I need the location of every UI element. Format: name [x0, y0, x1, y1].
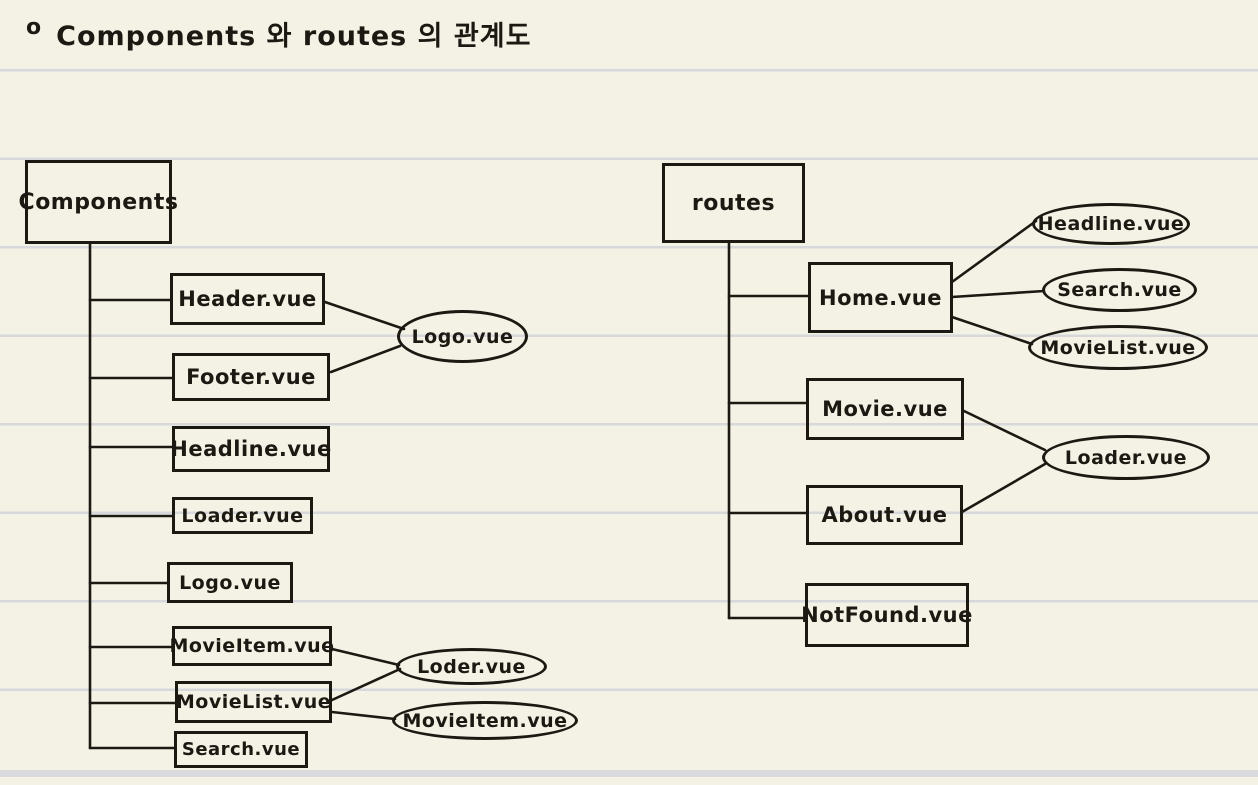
- node-movielist-vue: MovieList.vue: [175, 681, 332, 723]
- ellipse-headline-vue: Headline.vue: [1032, 203, 1190, 245]
- node-label: NotFound.vue: [801, 603, 973, 627]
- node-logo-vue: Logo.vue: [167, 562, 293, 603]
- node-label: About.vue: [821, 503, 948, 527]
- ellipse-logo-vue: Logo.vue: [397, 310, 528, 363]
- node-label: Search.vue: [1057, 279, 1182, 301]
- page-title: o Components 와 routes 의 관계도: [26, 14, 531, 53]
- ruled-paper-bottom-line: [0, 770, 1258, 777]
- node-label: Logo.vue: [411, 325, 514, 348]
- node-loader-vue: Loader.vue: [172, 497, 313, 534]
- node-search-vue: Search.vue: [174, 731, 308, 768]
- node-movieitem-vue: MovieItem.vue: [169, 626, 335, 666]
- node-routes-root: routes: [662, 163, 805, 243]
- node-label: MovieList.vue: [1040, 336, 1196, 359]
- ellipse-search-vue: Search.vue: [1042, 268, 1197, 312]
- page-title-text: Components 와 routes 의 관계도: [56, 21, 532, 52]
- node-label: Home.vue: [819, 285, 942, 310]
- node-notfound-vue: NotFound.vue: [801, 583, 972, 647]
- node-components-root: Components: [19, 160, 178, 244]
- node-label: Logo.vue: [179, 571, 281, 594]
- node-movie-vue: Movie.vue: [806, 378, 964, 440]
- ellipse-movielist-vue: MovieList.vue: [1028, 325, 1208, 370]
- node-label: MovieList.vue: [175, 691, 332, 713]
- node-home-vue: Home.vue: [808, 262, 953, 333]
- node-label: Search.vue: [181, 739, 301, 760]
- node-label: routes: [691, 190, 776, 216]
- node-about-vue: About.vue: [806, 485, 963, 545]
- ellipse-loader-vue: Loader.vue: [1042, 435, 1210, 480]
- node-label: Headline.vue: [1037, 213, 1185, 235]
- node-label: MovieItem.vue: [169, 635, 335, 657]
- node-label: Components: [18, 189, 179, 215]
- ellipse-movieitem-vue: MovieItem.vue: [392, 701, 578, 740]
- node-label: Loder.vue: [417, 655, 526, 678]
- node-headline-vue: Headline.vue: [170, 426, 332, 472]
- node-label: Loader.vue: [181, 504, 304, 527]
- node-label: Loader.vue: [1064, 446, 1188, 469]
- ellipse-loder-vue: Loder.vue: [396, 648, 547, 685]
- node-label: Headline.vue: [170, 437, 332, 461]
- node-header-vue: Header.vue: [170, 273, 325, 325]
- node-label: Footer.vue: [186, 365, 316, 389]
- node-label: Header.vue: [178, 287, 317, 311]
- bullet-icon: o: [26, 15, 43, 40]
- node-footer-vue: Footer.vue: [172, 353, 330, 401]
- node-label: Movie.vue: [822, 397, 948, 421]
- node-label: MovieItem.vue: [402, 709, 568, 732]
